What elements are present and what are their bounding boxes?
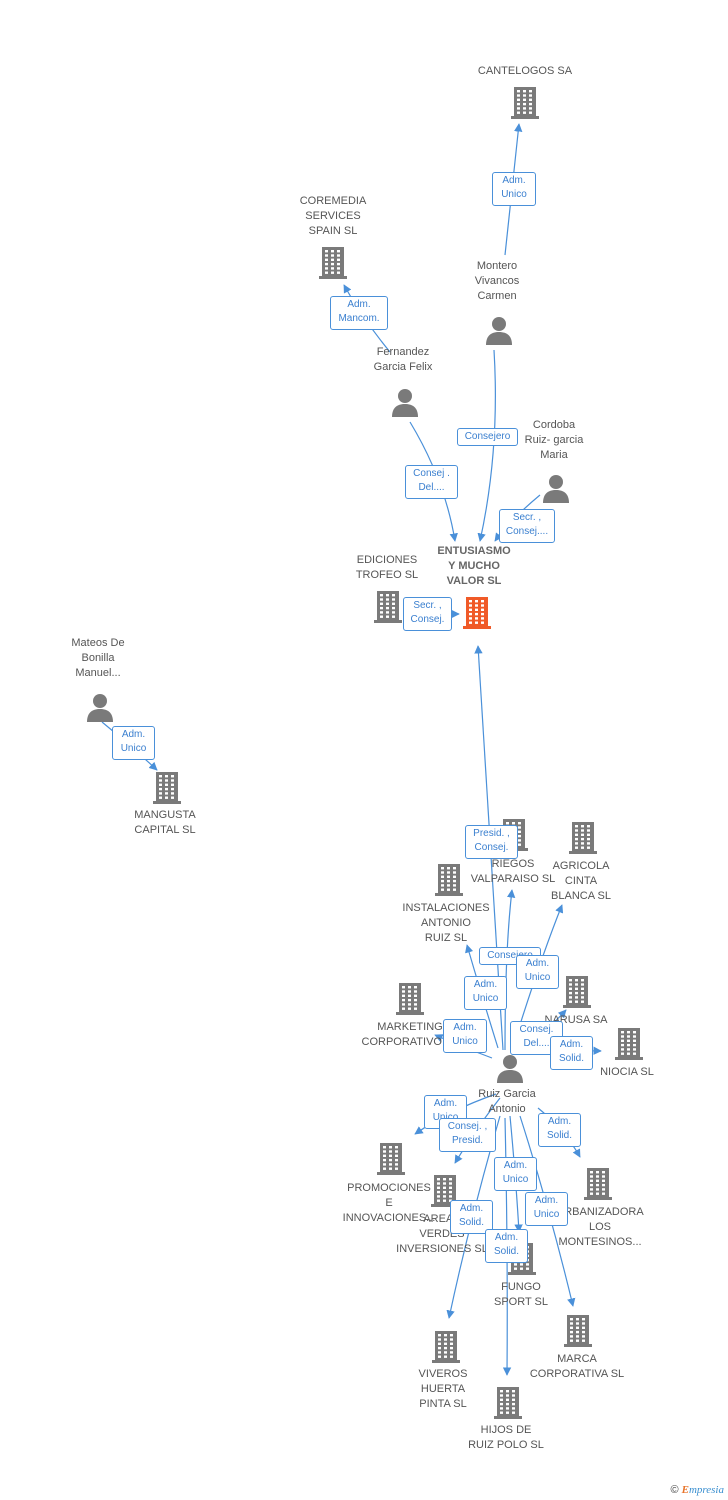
person-icon[interactable]: [390, 387, 420, 422]
building-icon[interactable]: [583, 1166, 613, 1205]
node-name: NIOCIA SL: [600, 1065, 654, 1078]
relation-label-ruiz-viveros[interactable]: Adm. Solid.: [450, 1200, 493, 1234]
node-label-coremedia[interactable]: COREMEDIA SERVICES SPAIN SL: [273, 194, 393, 239]
node-label-marca[interactable]: MARCA CORPORATIVA SL: [517, 1352, 637, 1382]
relation-label-fernandez-coremedia[interactable]: Adm. Mancom.: [330, 296, 388, 330]
copyright-symbol: ©: [670, 1484, 679, 1496]
building-icon[interactable]: [431, 1329, 461, 1368]
building-icon[interactable]: [563, 1313, 593, 1352]
person-icon[interactable]: [495, 1053, 525, 1088]
node-name: CANTELOGOS SA: [477, 64, 573, 77]
building-icon[interactable]: [152, 770, 182, 809]
relation-label-fernandez-entusiasmo[interactable]: Consej . Del....: [405, 465, 458, 499]
relation-label-ruiz-instalaciones[interactable]: Adm. Unico: [464, 976, 507, 1010]
node-name: HIJOS DE RUIZ POLO SL: [468, 1424, 544, 1451]
node-label-mateos[interactable]: Mateos De Bonilla Manuel...: [38, 636, 158, 681]
node-label-cantelogos[interactable]: CANTELOGOS SA: [465, 64, 585, 79]
node-name: PROMOCIONES E INNOVACIONES...: [342, 1181, 436, 1224]
node-label-entusiasmo[interactable]: ENTUSIASMO Y MUCHO VALOR SL: [414, 544, 534, 589]
node-label-niocia[interactable]: NIOCIA SL: [567, 1065, 687, 1080]
node-name: RIEGOS VALPARAISO SL: [470, 858, 556, 885]
building-icon[interactable]: [376, 1141, 406, 1180]
node-label-urbanizadora[interactable]: URBANIZADORA LOS MONTESINOS...: [540, 1205, 660, 1250]
node-label-agricola[interactable]: AGRICOLA CINTA BLANCA SL: [521, 859, 641, 904]
node-label-riegos[interactable]: RIEGOS VALPARAISO SL: [453, 857, 573, 887]
relation-label-ruiz-niocia[interactable]: Adm. Solid.: [550, 1036, 593, 1070]
node-name: MARCA CORPORATIVA SL: [529, 1353, 625, 1380]
node-name: Montero Vivancos Carmen: [474, 259, 520, 302]
node-name: Ruiz Garcia Antonio: [478, 1088, 536, 1115]
relation-label-ruiz-entusiasmo[interactable]: Presid. , Consej.: [465, 825, 518, 859]
node-name: ENTUSIASMO Y MUCHO VALOR SL: [437, 544, 511, 587]
node-label-instalaciones[interactable]: INSTALACIONES ANTONIO RUIZ SL: [386, 901, 506, 946]
node-name: EDICIONES TROFEO SL: [355, 554, 419, 581]
relation-label-ruiz-fungo[interactable]: Adm. Unico: [494, 1157, 537, 1191]
node-label-ruiz[interactable]: Ruiz Garcia Antonio: [447, 1087, 567, 1117]
relation-label-mateos-mangusta[interactable]: Adm. Unico: [112, 726, 155, 760]
relation-label-montero-cantelogos[interactable]: Adm. Unico: [492, 172, 536, 206]
building-icon[interactable]: [373, 589, 403, 628]
building-icon[interactable]: [562, 974, 592, 1013]
footer-brand[interactable]: ©Empresia: [671, 1484, 725, 1496]
node-name: URBANIZADORA LOS MONTESINOS...: [556, 1205, 644, 1248]
node-label-promociones[interactable]: PROMOCIONES E INNOVACIONES...: [329, 1181, 449, 1226]
person-icon[interactable]: [541, 473, 571, 508]
building-icon[interactable]: [318, 245, 348, 284]
person-icon[interactable]: [484, 315, 514, 350]
node-name: Mateos De Bonilla Manuel...: [71, 636, 125, 679]
relation-label-ruiz-marketing[interactable]: Adm. Unico: [443, 1019, 487, 1053]
node-label-mangusta[interactable]: MANGUSTA CAPITAL SL: [105, 808, 225, 838]
building-icon[interactable]: [568, 820, 598, 859]
node-name: COREMEDIA SERVICES SPAIN SL: [299, 194, 367, 237]
relation-label-ruiz-urbanizadora[interactable]: Adm. Solid.: [538, 1113, 581, 1147]
building-icon[interactable]: [493, 1385, 523, 1424]
brand-initial: E: [681, 1484, 689, 1496]
building-icon[interactable]: [434, 862, 464, 901]
relation-label-montero-entusiasmo[interactable]: Consejero: [457, 428, 518, 446]
building-icon[interactable]: [395, 981, 425, 1020]
node-label-montero[interactable]: Montero Vivancos Carmen: [437, 259, 557, 304]
node-label-hijos[interactable]: HIJOS DE RUIZ POLO SL: [446, 1423, 566, 1453]
relation-label-ruiz-marca[interactable]: Adm. Unico: [525, 1192, 568, 1226]
node-name: VIVEROS HUERTA PINTA SL: [418, 1367, 468, 1410]
node-label-viveros[interactable]: VIVEROS HUERTA PINTA SL: [383, 1367, 503, 1412]
relation-label-ruiz-areas[interactable]: Consej. , Presid.: [439, 1118, 496, 1152]
node-label-fungo[interactable]: FUNGO SPORT SL: [461, 1280, 581, 1310]
node-name: MANGUSTA CAPITAL SL: [134, 809, 196, 836]
edge-montero-to-entusiasmo: [477, 349, 496, 542]
relation-label-cordoba-entusiasmo[interactable]: Secr. , Consej....: [499, 509, 555, 543]
relation-label-ruiz-hijos[interactable]: Adm. Solid.: [485, 1229, 528, 1263]
brand-name: mpresia: [688, 1484, 724, 1496]
building-icon[interactable]: [462, 595, 492, 634]
relation-label-ruiz-agricola[interactable]: Adm. Unico: [516, 955, 559, 989]
person-icon[interactable]: [85, 692, 115, 727]
building-icon[interactable]: [614, 1026, 644, 1065]
building-icon[interactable]: [430, 1173, 460, 1212]
node-name: INSTALACIONES ANTONIO RUIZ SL: [402, 901, 490, 944]
node-name: FUNGO SPORT SL: [493, 1281, 548, 1308]
node-name: Cordoba Ruiz- garcia Maria: [524, 418, 584, 461]
node-name: AGRICOLA CINTA BLANCA SL: [551, 859, 611, 902]
node-label-cordoba[interactable]: Cordoba Ruiz- garcia Maria: [494, 418, 614, 463]
node-name: Fernandez Garcia Felix: [373, 346, 433, 373]
relation-label-ediciones-entusiasmo[interactable]: Secr. , Consej.: [403, 597, 452, 631]
node-label-fernandez[interactable]: Fernandez Garcia Felix: [343, 345, 463, 375]
building-icon[interactable]: [510, 85, 540, 124]
node-label-ediciones[interactable]: EDICIONES TROFEO SL: [327, 553, 447, 583]
